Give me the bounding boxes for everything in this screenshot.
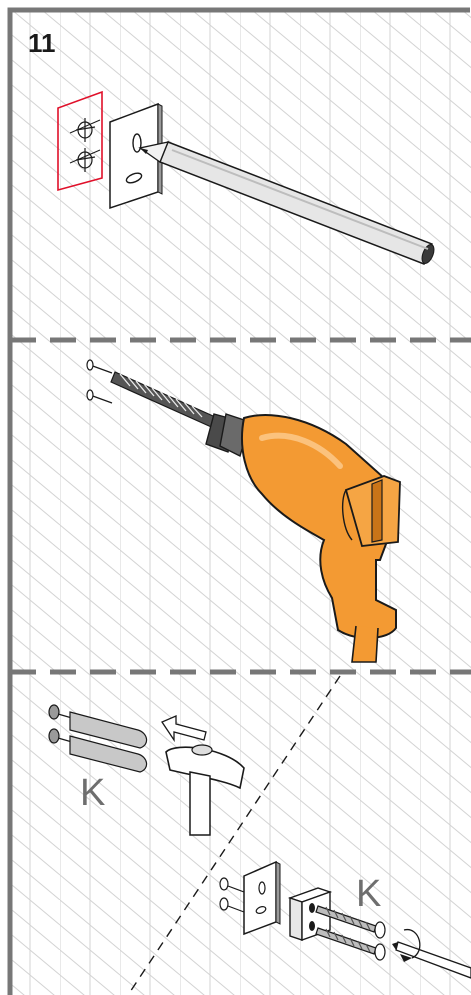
- screws-label: K: [356, 873, 381, 915]
- step-number: 11: [28, 28, 56, 58]
- tile-wall-background: [10, 10, 471, 995]
- anchors-label: K: [80, 772, 105, 814]
